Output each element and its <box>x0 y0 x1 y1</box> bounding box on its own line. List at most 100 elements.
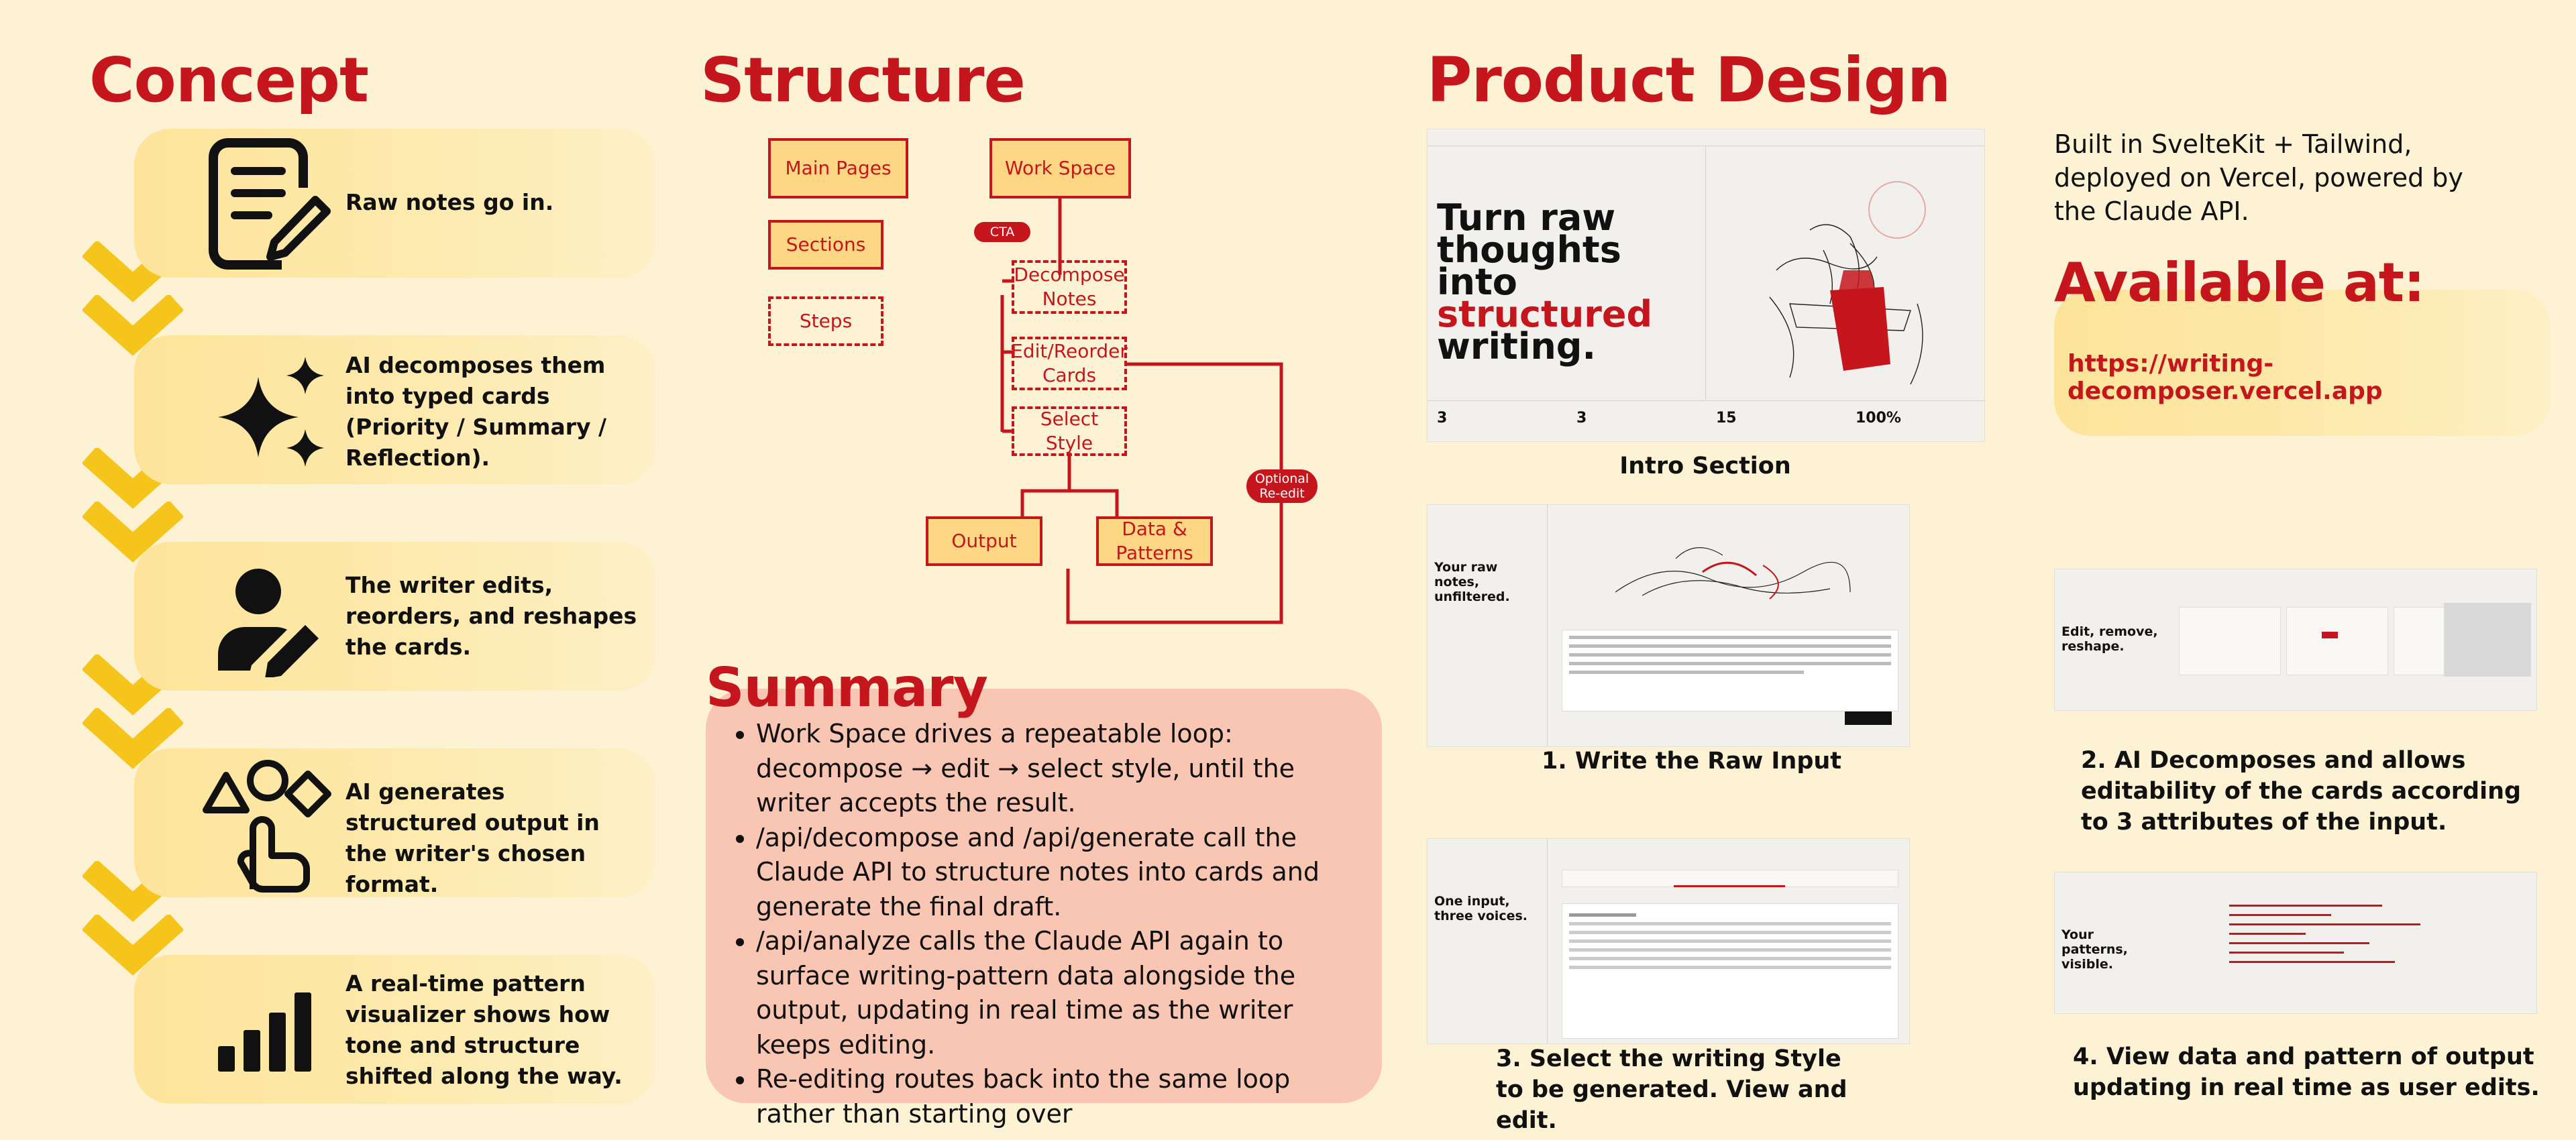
image-placeholder <box>2444 603 2531 677</box>
decompose-caption: 2. AI Decomposes and allows editability … <box>2081 747 2522 836</box>
sketch-illustration <box>1769 181 1926 385</box>
text-line <box>1569 931 1891 934</box>
summary-panel: Work Space drives a repeatable loop: dec… <box>706 689 1382 1129</box>
stats-divider <box>1428 400 1984 401</box>
tab-reflective-journal[interactable] <box>1674 870 1785 887</box>
text-line <box>1569 966 1891 969</box>
raw-input-heading: Your raw notes, unfiltered. <box>1434 560 1510 604</box>
text-line <box>1569 653 1891 657</box>
built-with-text: Built in SvelteKit + Tailwind, deployed … <box>2054 129 2463 226</box>
decompose-button[interactable] <box>1845 711 1892 725</box>
text-line <box>1569 957 1891 960</box>
text-line <box>1569 644 1891 648</box>
pattern-bar <box>2229 942 2369 944</box>
stat-value: 100% <box>1856 410 1901 426</box>
structure-connectors <box>1000 194 1283 624</box>
output-node: Output <box>926 516 1042 566</box>
patterns-heading: Your patterns, visible. <box>2061 927 2128 972</box>
summary-bullet: /api/analyze calls the Claude API again … <box>756 924 1368 1062</box>
url-card <box>2054 290 2551 436</box>
generated-output-area[interactable] <box>1562 903 1898 1039</box>
summary-title: Summary <box>706 657 988 719</box>
concept-step-text: The writer edits, reorders, and reshapes… <box>345 572 637 660</box>
concept-step-text: Raw notes go in. <box>345 189 554 215</box>
optional-reedit-pill: Optional Re-edit <box>1246 469 1318 503</box>
priority-card[interactable] <box>2179 607 2281 675</box>
sparkle-icon <box>218 357 324 467</box>
patterns-screenshot: Your patterns, visible. <box>2054 872 2537 1014</box>
concept-step-text: AI generates structured output in the wr… <box>345 779 600 897</box>
style-screenshot: One input, three voices. <box>1427 838 1910 1044</box>
stat-value: 3 <box>1437 410 1448 426</box>
text-line <box>1569 913 1636 917</box>
pattern-bars <box>2229 905 2484 970</box>
pattern-bar <box>2229 952 2344 954</box>
concept-title: Concept <box>89 44 369 116</box>
product-title: Product Design <box>1427 44 1951 116</box>
headline-accent: structured <box>1437 293 1653 335</box>
legend-steps: Steps <box>768 296 883 346</box>
text-line <box>1569 662 1891 665</box>
chevron-down-icon <box>83 915 183 976</box>
text-line <box>1569 922 1891 925</box>
app-url-link[interactable]: https://writing-decomposer.vercel.app <box>2068 350 2383 405</box>
decompose-step: Decompose Notes <box>1012 260 1127 314</box>
available-title: Available at: <box>2054 251 2425 314</box>
legend-main-pages: Main Pages <box>768 138 908 198</box>
concept-step-text: AI decomposes them into typed cards (Pri… <box>345 352 607 471</box>
decompose-screenshot: Edit, remove, reshape. <box>2054 569 2537 711</box>
pattern-bar <box>2229 961 2395 963</box>
split-divider <box>1547 839 1548 1043</box>
chevron-down-icon <box>83 502 183 563</box>
cta-pill: CTA <box>974 222 1030 242</box>
intro-headline: Turn raw thoughts into structured writin… <box>1437 200 1705 365</box>
bar-chart-icon <box>218 992 311 1072</box>
select-style-step: Select Style <box>1012 406 1127 456</box>
raw-input-screenshot: Your raw notes, unfiltered. <box>1427 504 1910 747</box>
concept-step-4: AI generates structured output in the wr… <box>134 748 655 897</box>
summary-bullet: Re-editing routes back into the same loo… <box>756 1062 1368 1131</box>
raw-input-caption: 1. Write the Raw Input <box>1542 748 1842 775</box>
data-patterns-node: Data & Patterns <box>1096 516 1213 566</box>
structure-title: Structure <box>700 44 1026 116</box>
edit-reorder-step: Edit/Reorder Cards <box>1011 337 1128 390</box>
split-divider <box>1705 146 1706 401</box>
pattern-bar <box>2229 905 2382 907</box>
raw-notes-textarea[interactable] <box>1562 630 1898 711</box>
style-tabs[interactable] <box>1562 870 1898 887</box>
stat-value: 3 <box>1576 410 1587 426</box>
shapes-hand-icon <box>203 760 331 893</box>
legend-sections: Sections <box>768 220 883 270</box>
text-line <box>1569 939 1891 943</box>
user-edit-icon <box>218 569 319 677</box>
text-line <box>1569 671 1804 674</box>
concept-step-5: A real-time pattern visualizer shows how… <box>134 955 655 1104</box>
headline-part: writing. <box>1437 325 1596 367</box>
split-divider <box>1547 505 1548 746</box>
decompose-heading: Edit, remove, reshape. <box>2061 624 2158 654</box>
text-line <box>1569 636 1891 639</box>
sketch-illustration <box>1615 547 1851 600</box>
intro-caption: Intro Section <box>1619 453 1791 479</box>
summary-card[interactable] <box>2286 607 2388 675</box>
note-pencil-icon <box>209 138 331 270</box>
text-line <box>1569 948 1891 952</box>
chevron-down-icon <box>83 295 183 356</box>
summary-bullet: Work Space drives a repeatable loop: dec… <box>756 717 1368 821</box>
concept-step-3: The writer edits, reorders, and reshapes… <box>134 542 655 691</box>
pattern-bar <box>2229 914 2331 916</box>
style-caption: 3. Select the writing Style to be genera… <box>1496 1045 1847 1134</box>
pattern-bar <box>2229 933 2306 935</box>
chevron-down-icon <box>83 708 183 769</box>
concept-step-1: Raw notes go in. <box>134 129 655 278</box>
workspace-node: Work Space <box>989 138 1131 198</box>
highlight-tag <box>2322 632 2338 638</box>
concept-step-text: A real-time pattern visualizer shows how… <box>345 970 623 1089</box>
patterns-caption: 4. View data and pattern of output updat… <box>2073 1043 2540 1101</box>
intro-section-screenshot: Turn raw thoughts into structured writin… <box>1427 129 1985 442</box>
style-heading: One input, three voices. <box>1434 894 1527 923</box>
concept-step-2: AI decomposes them into typed cards (Pri… <box>134 335 655 484</box>
pattern-bar <box>2229 923 2420 925</box>
headline-part: Turn raw thoughts into <box>1437 196 1621 303</box>
stat-value: 15 <box>1716 410 1737 426</box>
